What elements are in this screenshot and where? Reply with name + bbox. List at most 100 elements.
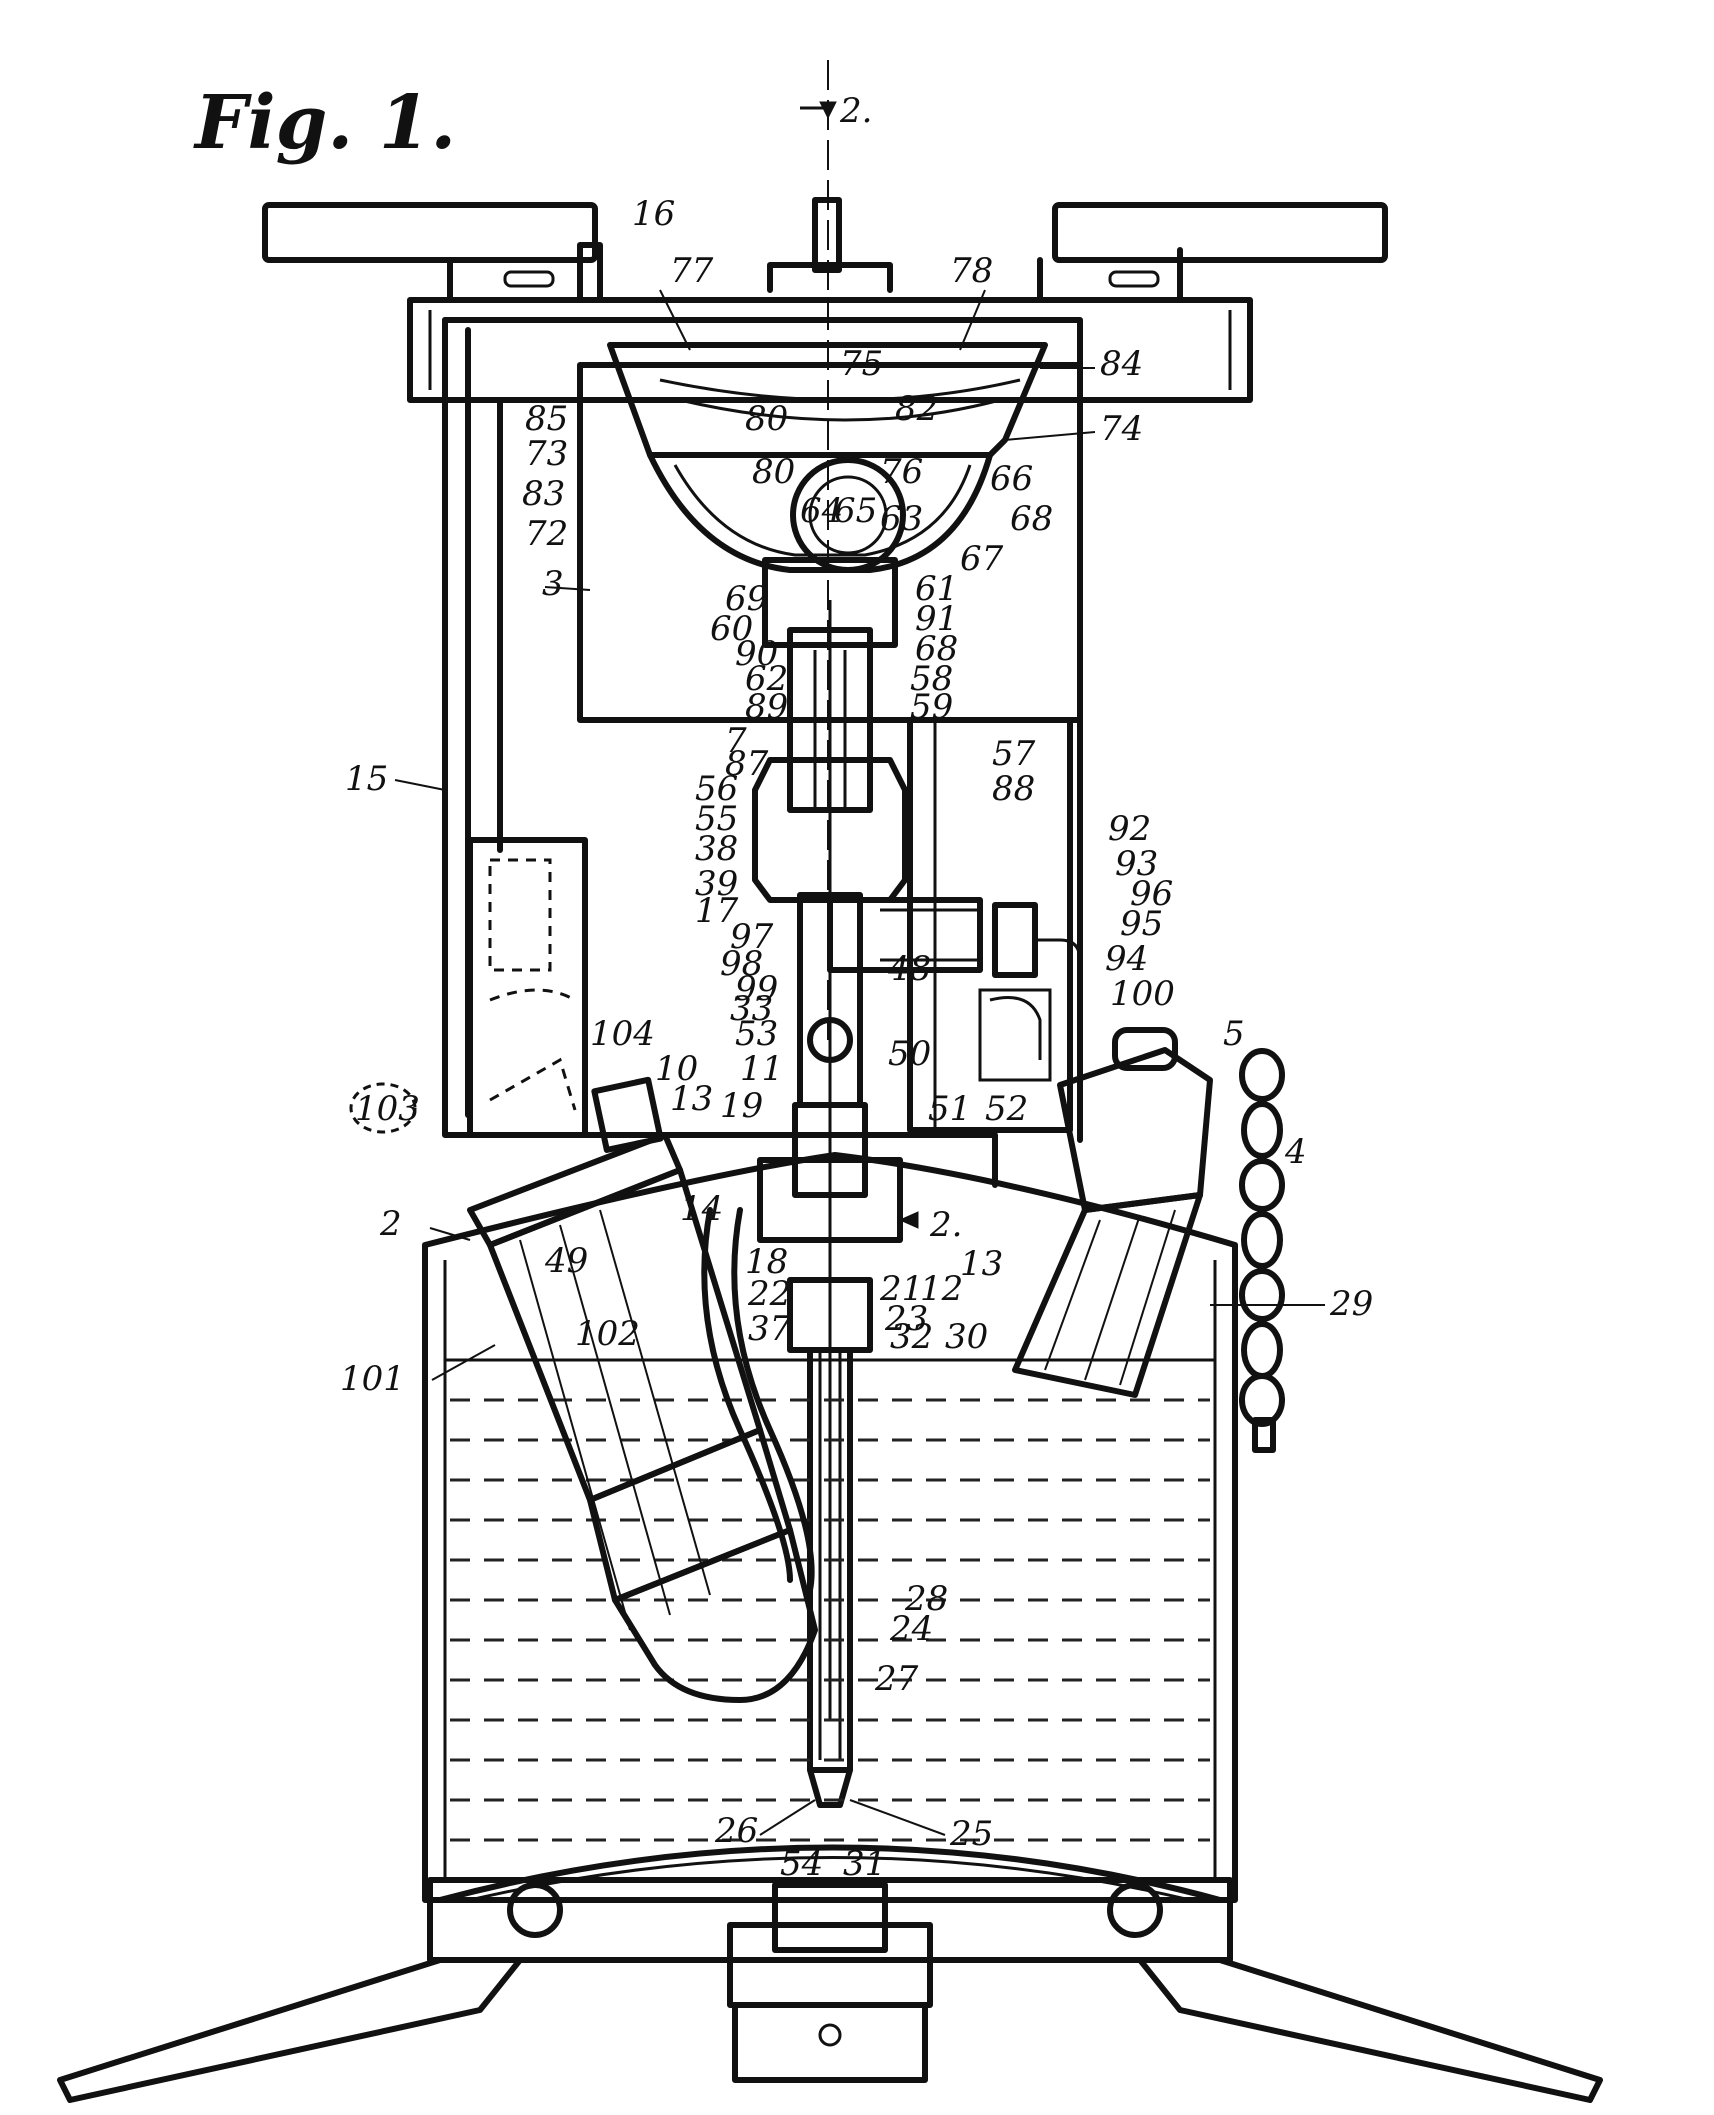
ref-3: 3 <box>542 564 564 604</box>
ref-85: 85 <box>525 399 568 439</box>
ref-54: 54 <box>780 1844 823 1884</box>
valve-assembly <box>907 717 1073 1133</box>
ref-13: 13 <box>960 1244 1003 1284</box>
ref-77: 77 <box>670 251 714 291</box>
ref-89: 89 <box>745 687 788 727</box>
ref-62: 62 <box>745 659 788 699</box>
ref-22: 22 <box>747 1274 791 1314</box>
ref-49: 49 <box>544 1241 588 1281</box>
ref-11: 11 <box>740 1049 783 1089</box>
ref-27: 27 <box>874 1659 919 1699</box>
ref-30: 30 <box>945 1317 988 1357</box>
ref-51: 51 <box>928 1089 971 1129</box>
ref-78: 78 <box>950 251 993 291</box>
ref-72: 72 <box>525 514 568 554</box>
ref-75: 75 <box>840 344 883 384</box>
ref-4: 4 <box>1284 1132 1307 1172</box>
ref-18: 18 <box>745 1242 788 1282</box>
ref-9: 13 <box>670 1079 713 1119</box>
ref-63: 63 <box>880 499 923 539</box>
section-mark-right: 2. <box>929 1205 962 1245</box>
ref-16: 16 <box>632 194 675 234</box>
ref-103: 103 <box>355 1089 420 1129</box>
ref-74: 74 <box>1100 409 1143 449</box>
ref-68: 68 <box>1010 499 1053 539</box>
ref-64: 64 <box>800 491 843 531</box>
ref-92: 92 <box>1108 809 1151 849</box>
ref-96: 96 <box>1130 874 1173 914</box>
ref-94: 94 <box>1105 939 1148 979</box>
ref-76: 76 <box>880 452 923 492</box>
ref-26: 26 <box>714 1811 758 1851</box>
ref-84: 84 <box>1100 344 1143 384</box>
fuel-liquid <box>445 1358 1215 1842</box>
filler-cap-and-chain <box>1012 1027 1285 1453</box>
fuel-tank <box>422 1152 1238 1963</box>
ref-102: 102 <box>575 1314 640 1354</box>
ref-97: 97 <box>730 917 774 957</box>
ref-99: 99 <box>735 969 778 1009</box>
reference-labels: 16 77 78 84 75 82 74 80 85 73 80 76 66 8… <box>340 194 1373 1884</box>
ref-14: 14 <box>680 1189 723 1229</box>
ref-56: 56 <box>695 769 738 809</box>
ref-80: 80 <box>752 452 795 492</box>
ref-55: 55 <box>695 799 738 839</box>
ref-25: 25 <box>949 1814 993 1854</box>
leader-lines <box>394 289 1325 1836</box>
ref-68b: 68 <box>915 629 958 669</box>
ref-24: 24 <box>889 1609 933 1649</box>
ref-87: 87 <box>725 744 769 784</box>
ref-101: 101 <box>340 1359 405 1399</box>
left-cylinder <box>349 837 588 1138</box>
ref-17: 17 <box>695 891 739 931</box>
ref-15: 15 <box>345 759 388 799</box>
ref-33: 33 <box>730 989 773 1029</box>
pot-support-handles <box>262 197 1388 303</box>
ref-90: 90 <box>735 634 778 674</box>
ref-53: 53 <box>735 1014 778 1054</box>
ref-67: 67 <box>960 539 1004 579</box>
ref-31: 31 <box>843 1844 886 1884</box>
ref-29: 29 <box>1329 1284 1373 1324</box>
ref-7: 7 <box>725 721 747 761</box>
ref-38: 38 <box>695 829 738 869</box>
ref-59: 59 <box>910 687 953 727</box>
ref-28: 28 <box>904 1579 948 1619</box>
ref-69: 69 <box>725 579 768 619</box>
ref-95: 95 <box>1120 904 1163 944</box>
ref-2: 2 <box>379 1204 402 1244</box>
ref-32: 32 <box>890 1317 933 1357</box>
ref-23: 23 <box>884 1299 928 1339</box>
ref-98: 98 <box>720 944 763 984</box>
section-line-marker: 2. 2. <box>800 60 962 1245</box>
ref-100: 100 <box>1110 974 1175 1014</box>
ref-60: 60 <box>710 609 753 649</box>
ref-50: 50 <box>888 1034 931 1074</box>
ref-37: 37 <box>748 1309 792 1349</box>
ref-61: 61 <box>915 569 958 609</box>
ref-66: 66 <box>990 459 1033 499</box>
pump-cylinder <box>467 1076 818 1703</box>
ref-21: 21 <box>879 1269 923 1309</box>
ref-52: 52 <box>985 1089 1028 1129</box>
ref-39: 39 <box>695 864 738 904</box>
ref-88: 88 <box>992 769 1035 809</box>
ref-12: 12 <box>920 1269 963 1309</box>
base-legs <box>57 1882 1603 2103</box>
ref-10: 10 <box>655 1049 698 1089</box>
ref-65: 65 <box>834 491 877 531</box>
ref-91: 91 <box>915 599 958 639</box>
ref-58: 58 <box>910 659 953 699</box>
ref-70: 80 <box>745 399 788 439</box>
ref-57: 57 <box>992 734 1036 774</box>
section-mark-top: 2. <box>839 91 872 131</box>
ref-82: 82 <box>895 389 938 429</box>
ref-48: 48 <box>887 949 931 989</box>
figure-title: Fig. 1. <box>193 80 456 166</box>
ref-83: 83 <box>522 474 565 514</box>
generator-tube <box>752 557 1082 1808</box>
ref-73: 73 <box>525 434 568 474</box>
ref-104: 104 <box>590 1014 655 1054</box>
ref-19: 19 <box>720 1086 763 1126</box>
